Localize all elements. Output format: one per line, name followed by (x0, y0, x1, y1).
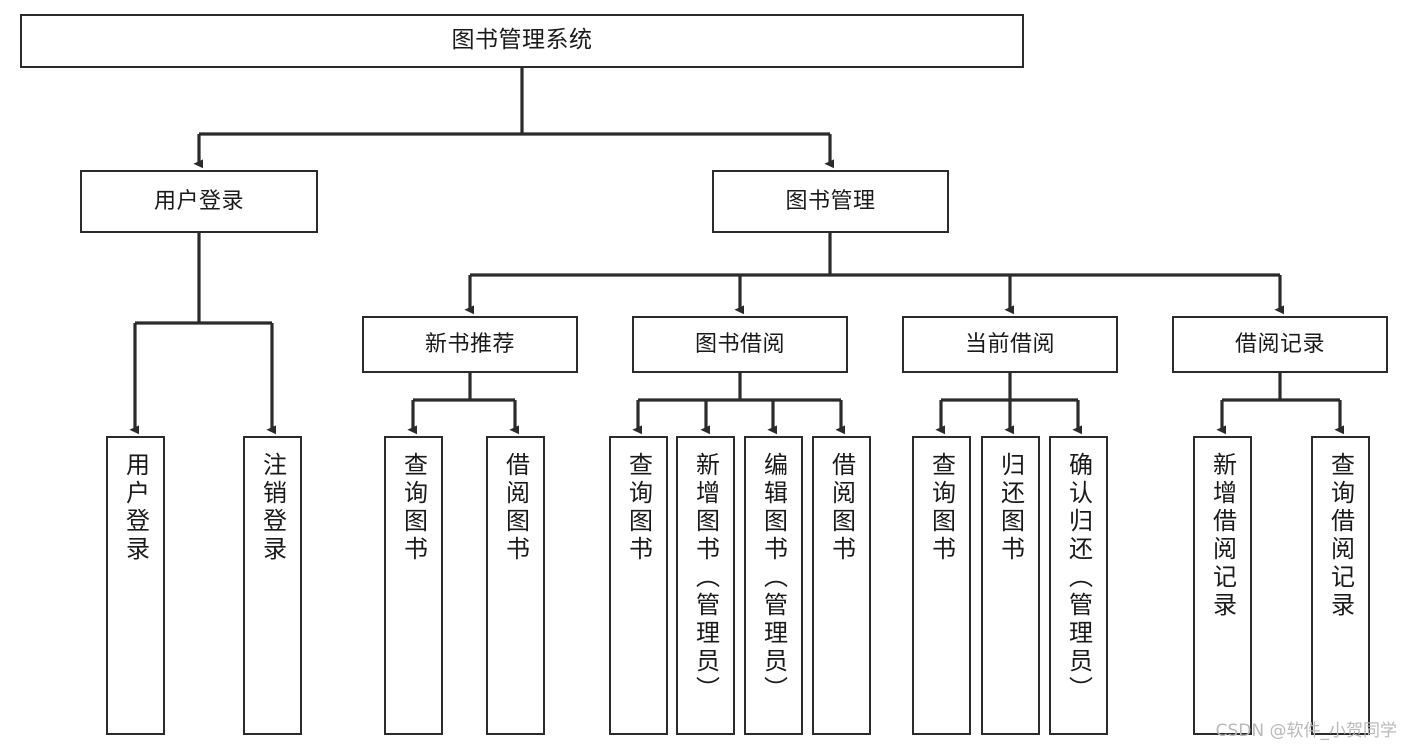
node-label: 查询图书 (624, 452, 653, 564)
leaf-borrow-query-books[interactable]: 查询图书 (609, 436, 668, 735)
node-current-borrowing[interactable]: 当前借阅 (902, 316, 1118, 373)
node-label: 借阅图书 (501, 452, 530, 564)
node-label: 确认归还（管理员） (1064, 452, 1093, 704)
csdn-watermark: CSDN @软件_小贺同学 (1215, 721, 1397, 741)
leaf-new-book-borrow-books[interactable]: 借阅图书 (486, 436, 545, 735)
node-root-book-management-system[interactable]: 图书管理系统 (20, 14, 1024, 68)
leaf-current-confirm-return-admin[interactable]: 确认归还（管理员） (1049, 436, 1108, 735)
leaf-borrow-borrow-books[interactable]: 借阅图书 (812, 436, 871, 735)
leaf-user-login-signin[interactable]: 用户登录 (106, 436, 165, 735)
leaf-new-book-query-books[interactable]: 查询图书 (384, 436, 443, 735)
node-label: 借阅记录 (1234, 331, 1325, 357)
leaf-current-query-books[interactable]: 查询图书 (912, 436, 971, 735)
node-label: 查询图书 (927, 452, 956, 564)
node-book-borrowing[interactable]: 图书借阅 (632, 316, 848, 373)
node-label: 图书借阅 (694, 331, 785, 357)
node-label: 查询图书 (399, 452, 428, 564)
node-label: 注销登录 (258, 452, 287, 564)
leaf-user-login-signout[interactable]: 注销登录 (243, 436, 302, 735)
node-label: 归还图书 (996, 452, 1025, 564)
leaf-borrow-edit-book-admin[interactable]: 编辑图书（管理员） (744, 436, 803, 735)
node-new-book-recommendation[interactable]: 新书推荐 (362, 316, 578, 373)
node-label: 新增借阅记录 (1208, 452, 1237, 620)
node-label: 用户登录 (121, 452, 150, 564)
node-label: 图书管理 (785, 188, 876, 214)
node-label: 查询借阅记录 (1326, 452, 1355, 620)
leaf-record-add-borrow-record[interactable]: 新增借阅记录 (1193, 436, 1252, 735)
node-user-login[interactable]: 用户登录 (80, 170, 318, 233)
node-label: 新书推荐 (424, 331, 515, 357)
node-label: 用户登录 (153, 188, 244, 214)
node-book-management[interactable]: 图书管理 (712, 170, 949, 233)
node-borrowing-record[interactable]: 借阅记录 (1172, 316, 1388, 373)
leaf-current-return-books[interactable]: 归还图书 (981, 436, 1040, 735)
leaf-borrow-add-book-admin[interactable]: 新增图书（管理员） (676, 436, 735, 735)
node-label: 借阅图书 (827, 452, 856, 564)
leaf-record-query-borrow-record[interactable]: 查询借阅记录 (1311, 436, 1370, 735)
node-label: 新增图书（管理员） (691, 452, 720, 704)
node-label: 当前借阅 (964, 331, 1055, 357)
node-label: 编辑图书（管理员） (759, 452, 788, 704)
node-label: 图书管理系统 (451, 27, 593, 54)
